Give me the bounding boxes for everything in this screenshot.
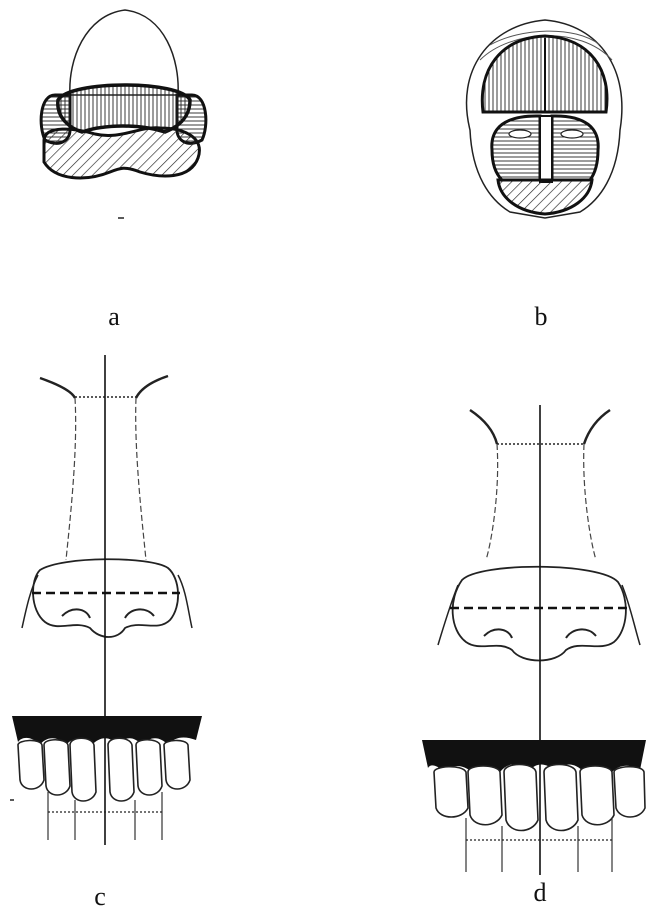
panel-d-illustration	[422, 405, 646, 875]
panel-a-illustration	[41, 10, 206, 218]
panel-b-illustration	[467, 20, 622, 218]
panel-b-label: b	[521, 302, 561, 332]
panel-a-label: a	[94, 302, 134, 332]
panel-c-illustration	[10, 355, 202, 845]
panel-d-label: d	[520, 878, 560, 908]
panel-c-label: c	[80, 882, 120, 912]
